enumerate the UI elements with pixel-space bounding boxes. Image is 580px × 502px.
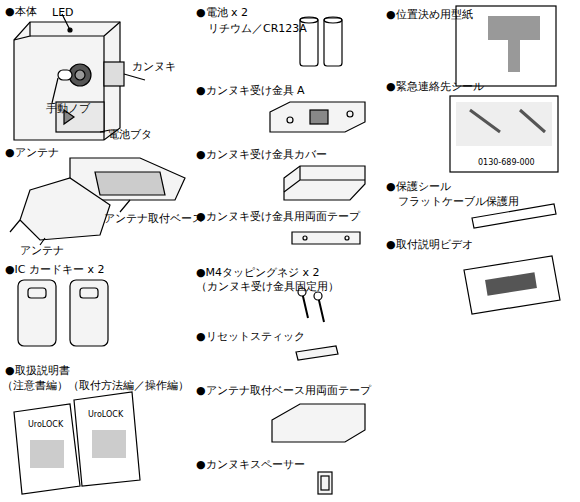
part-label: （注意書編）（取付方法編／操作編） (2, 379, 189, 392)
part-label: UroLOCK (88, 410, 123, 419)
part-heading: ●取付説明ビデオ (386, 238, 473, 251)
part-heading: ●カンヌキ受け金具カバー (196, 148, 327, 161)
part-heading: ●位置決め用型紙 (386, 8, 473, 21)
part-heading: ●緊急連絡先シール (386, 80, 484, 93)
part-heading: ●IC カードキー x 2 (5, 263, 105, 276)
part-heading: ●カンヌキ受け金具 A (196, 84, 305, 97)
part-label: LED (52, 6, 74, 19)
part-label: アンテナ (20, 244, 64, 257)
part-label: 0130-689-000 (478, 158, 535, 167)
part-heading: ●アンテナ取付ベース用両面テープ (196, 384, 371, 397)
part-heading: ●カンヌキ受け金具用両面テープ (196, 210, 360, 223)
part-heading: ●取扱説明書 (5, 364, 70, 377)
part-label: 電池ブタ (108, 128, 152, 141)
part-heading: ●リセットスティック (196, 330, 305, 343)
part-heading: ●保護シール (386, 180, 451, 193)
part-heading: ●M4タッピングネジ x 2 (196, 266, 320, 279)
part-label: （カンヌキ受け金具固定用） (196, 280, 339, 293)
part-label: アンテナ取付ベース (104, 212, 203, 225)
part-heading: ●本体 (5, 5, 37, 18)
part-label: カンヌキ (132, 60, 176, 73)
part-heading: ●カンヌキスペーサー (196, 458, 305, 471)
part-heading: ●アンテナ (5, 146, 59, 159)
part-label: リチウム／CR123A (208, 22, 307, 35)
part-label: 手動ノブ (46, 102, 90, 115)
part-label: UroLOCK (28, 420, 63, 429)
part-heading: ●電池 x 2 (196, 6, 248, 19)
part-label: フラットケーブル保護用 (398, 195, 519, 208)
